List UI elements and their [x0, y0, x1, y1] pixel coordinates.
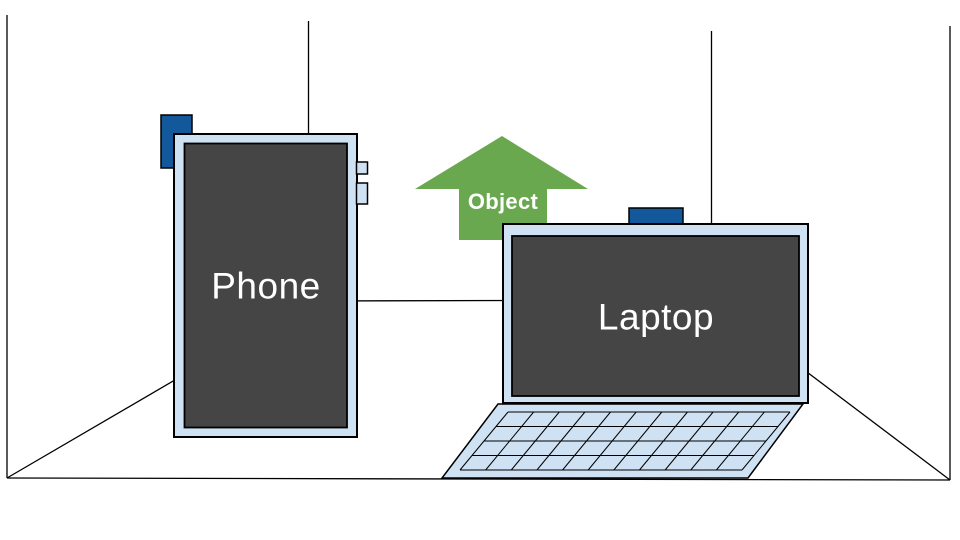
object-label: Object	[467, 189, 539, 214]
laptop-keyboard	[440, 403, 805, 479]
phone-side-button-bottom	[355, 182, 369, 205]
keyboard-column-line	[639, 411, 688, 471]
keyboard-column-line	[510, 411, 560, 471]
keyboard-column-line	[741, 411, 791, 471]
keyboard-column-line	[562, 411, 611, 471]
phone-label: Phone	[211, 265, 321, 307]
keyboard-column-line	[536, 411, 586, 471]
phone-side-button-top	[355, 161, 369, 175]
floor-front-edge-line	[6, 477, 951, 481]
laptop-label: Laptop	[597, 296, 715, 338]
phone-screen	[183, 142, 348, 429]
object-arrow-icon	[415, 136, 588, 240]
keyboard-column-line	[715, 411, 765, 471]
laptop	[440, 207, 809, 479]
keyboard-column-line	[690, 411, 740, 471]
keyboard-column-line	[459, 411, 509, 471]
keyboard-grid	[459, 411, 791, 471]
keyboard-column-line	[664, 411, 714, 471]
keyboard-column-line	[485, 411, 535, 471]
keyboard-column-line	[613, 411, 663, 471]
laptop-camera-icon	[628, 207, 684, 225]
laptop-screen	[511, 235, 800, 397]
keyboard-column-line	[587, 411, 637, 471]
phone	[160, 114, 369, 438]
